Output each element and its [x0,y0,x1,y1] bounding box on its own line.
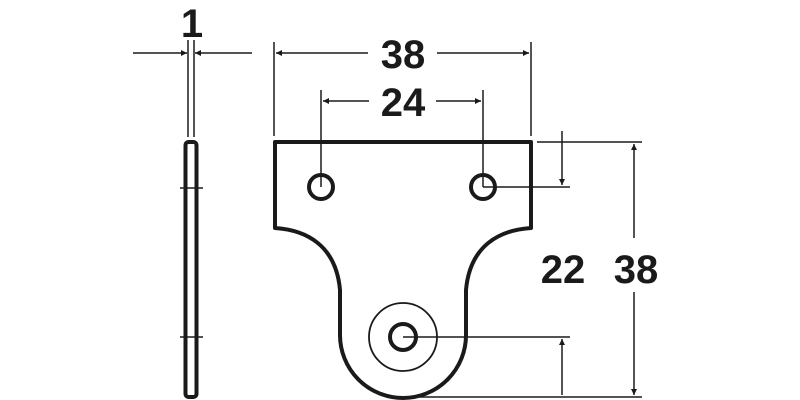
front-view: 38 24 22 38 [273,33,659,400]
side-view: 1 [133,2,252,399]
plate-outline [273,140,533,400]
vertical-hole-spacing-label: 22 [541,248,586,292]
side-plate-outline [183,140,199,399]
thickness-label: 1 [181,2,203,46]
height-label: 38 [614,248,659,292]
width-label: 38 [381,33,426,77]
side-center-ticks [180,187,203,338]
hole-spacing-label: 24 [381,81,426,125]
